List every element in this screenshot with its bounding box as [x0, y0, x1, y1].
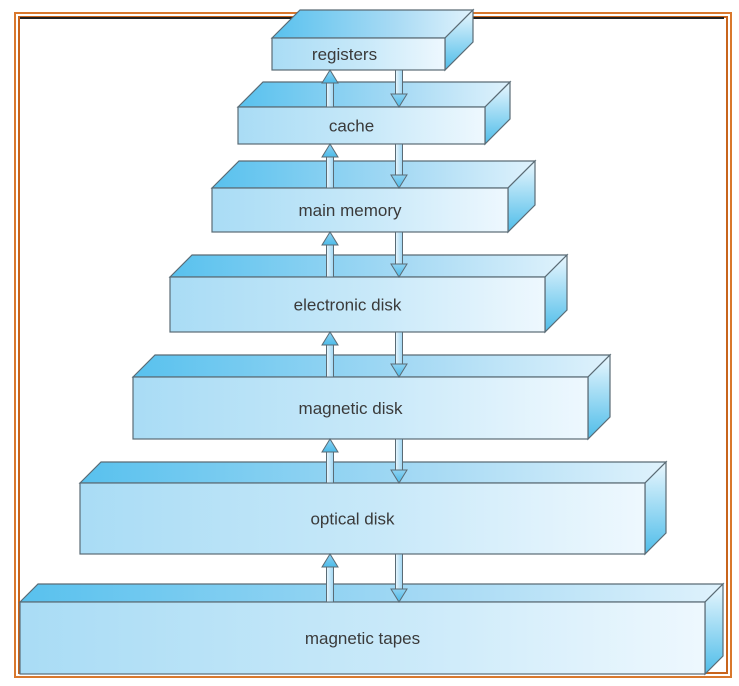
level-box-magnetic-disk: magnetic disk — [131, 353, 612, 441]
down-arrow-icon — [390, 331, 408, 378]
level-label: magnetic tapes — [305, 629, 420, 648]
level-label: magnetic disk — [299, 399, 403, 418]
level-box-cache: cache — [236, 80, 512, 146]
box-top-face — [18, 583, 725, 603]
box-top-face — [168, 254, 569, 278]
connector-optical-disk-magnetic-tapes — [321, 553, 408, 603]
up-arrow-icon — [321, 143, 339, 189]
connector-cache-main-memory — [321, 143, 408, 189]
down-arrow-icon — [390, 143, 408, 189]
level-label: cache — [329, 117, 374, 136]
box-front-face — [132, 376, 589, 440]
connector-magnetic-disk-optical-disk — [321, 438, 408, 484]
down-arrow-icon — [390, 69, 408, 108]
up-arrow-icon — [321, 553, 339, 603]
level-label: registers — [312, 45, 377, 64]
box-front-face — [271, 37, 446, 71]
connector-main-memory-electronic-disk — [321, 231, 408, 278]
down-arrow-icon — [390, 553, 408, 603]
level-box-magnetic-tapes: magnetic tapes — [18, 582, 725, 676]
level-label: electronic disk — [294, 296, 402, 315]
box-top-face — [236, 81, 512, 108]
level-label: main memory — [299, 201, 402, 220]
box-front-face — [169, 276, 546, 333]
box-front-face — [19, 601, 706, 675]
level-box-optical-disk: optical disk — [78, 460, 668, 556]
box-top-face — [210, 160, 537, 189]
box-top-face — [270, 9, 475, 39]
level-box-registers: registers — [270, 8, 475, 72]
box-front-face — [211, 187, 509, 233]
connector-registers-cache — [321, 69, 408, 108]
down-arrow-icon — [390, 231, 408, 278]
box-top-face — [131, 354, 612, 378]
connector-electronic-disk-magnetic-disk — [321, 331, 408, 378]
box-front-face — [79, 482, 646, 555]
level-box-main-memory: main memory — [210, 159, 537, 234]
level-box-electronic-disk: electronic disk — [168, 253, 569, 334]
up-arrow-icon — [321, 438, 339, 484]
box-top-face — [78, 461, 668, 484]
level-label: optical disk — [310, 510, 395, 529]
up-arrow-icon — [321, 331, 339, 378]
box-front-face — [237, 106, 486, 145]
up-arrow-icon — [321, 69, 339, 108]
up-arrow-icon — [321, 231, 339, 278]
down-arrow-icon — [390, 438, 408, 484]
